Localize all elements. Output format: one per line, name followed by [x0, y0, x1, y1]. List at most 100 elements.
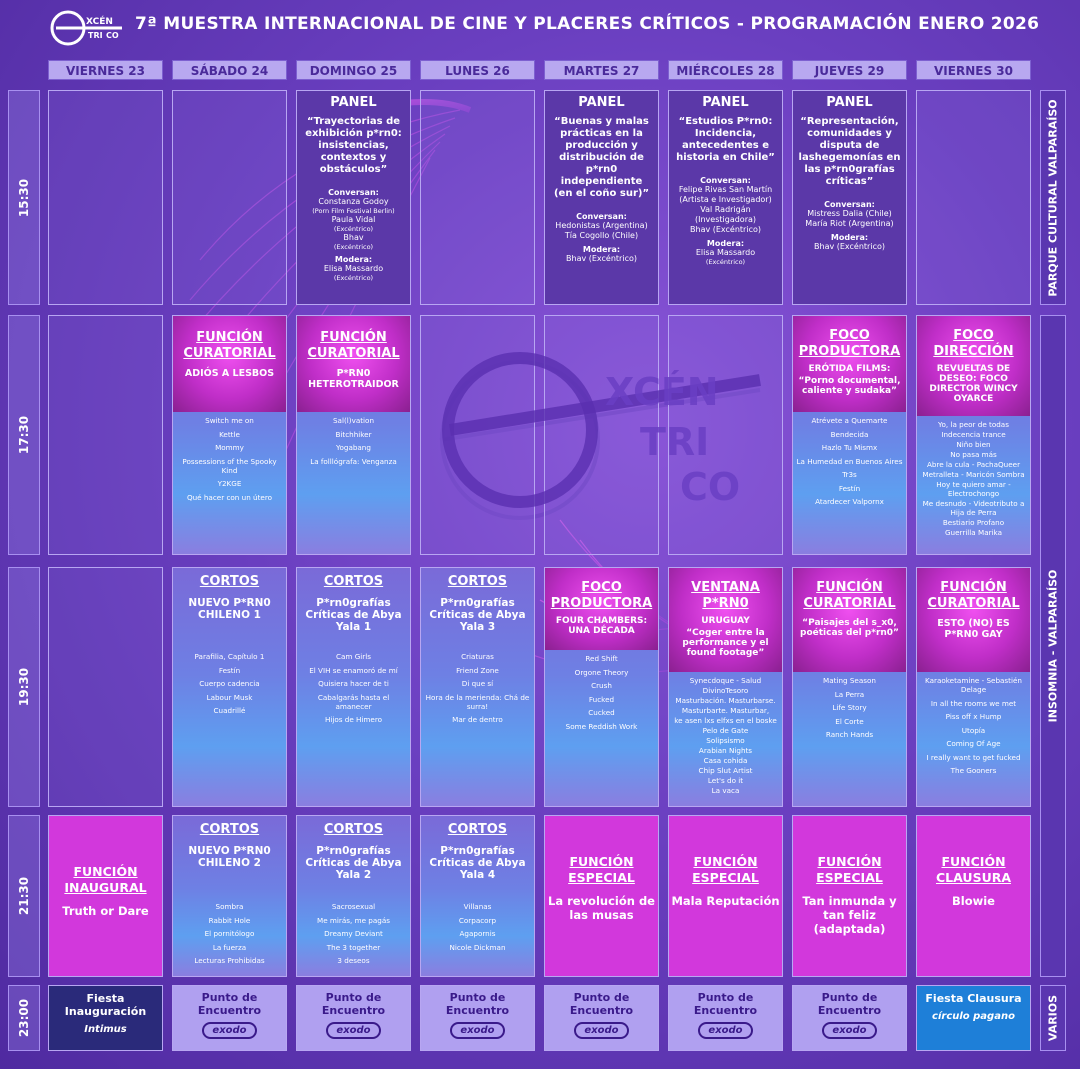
film-title: Ranch Hands — [825, 730, 874, 739]
meeting-point-domingo[interactable]: Punto de Encuentro exodo — [296, 985, 411, 1051]
screening-martes-1930[interactable]: FOCO PRODUCTORA FOUR CHAMBERS: UNA DÉCAD… — [544, 567, 659, 807]
meeting-point-sabado[interactable]: Punto de Encuentro exodo — [172, 985, 287, 1051]
film-title: La Perra — [834, 689, 865, 699]
film-title: No pasa más — [950, 450, 997, 459]
film-title: Sal(l)vation — [333, 416, 374, 425]
meeting-point-miercoles[interactable]: Punto de Encuentro exodo — [668, 985, 783, 1051]
screening-subtitle: NUEVO P*RN0 CHILENO 1 — [188, 597, 271, 621]
film-title: I really want to get fucked — [926, 752, 1021, 762]
center-logo-text: XCÉN — [605, 370, 719, 414]
screening-subtitle: Blowie — [952, 894, 995, 908]
film-title: Fucked — [588, 694, 615, 704]
venue-label: VARIOS — [1046, 994, 1060, 1042]
screening-sabado-1930[interactable]: CORTOS NUEVO P*RN0 CHILENO 1 Parafilia, … — [172, 567, 287, 807]
screening-domingo-1730[interactable]: FUNCIÓN CURATORIAL P*RN0 HETEROTRAIDOR S… — [296, 315, 411, 555]
screening-title: CORTOS — [199, 822, 260, 837]
film-list: Sombra Rabbit Hole El pornitólogo La fue… — [173, 892, 286, 965]
film-title: Sacrosexual — [331, 902, 376, 911]
screening-title: FUNCIÓN CURATORIAL — [307, 330, 400, 361]
panel-jueves[interactable]: PANEL “Representación, comunidades y dis… — [792, 90, 907, 305]
film-title: Solipsismo — [706, 736, 745, 745]
moderator-affiliation: (Excéntrico) — [705, 258, 746, 266]
screening-subtitle: Mala Reputación — [671, 894, 780, 908]
meeting-point-martes[interactable]: Punto de Encuentro exodo — [544, 985, 659, 1051]
screening-title: VENTANA P*RN0 — [691, 580, 760, 611]
film-title: Red Shift — [585, 654, 618, 663]
empty-cell — [48, 315, 163, 555]
screening-title: FUNCIÓN INAUGURAL — [64, 864, 147, 895]
panel-question: “Buenas y malas prácticas en la producci… — [553, 116, 650, 199]
screening-domingo-1930[interactable]: CORTOS P*rn0grafías Críticas de Abya Yal… — [296, 567, 411, 807]
screening-jueves-1730[interactable]: FOCO PRODUCTORA ERÓTIDA FILMS: “Porno do… — [792, 315, 907, 555]
panelist: Val Radrigán — [700, 205, 751, 214]
party-inauguracion[interactable]: Fiesta Inauguración Intimus — [48, 985, 163, 1051]
screening-martes-2130[interactable]: FUNCIÓN ESPECIAL La revolución de las mu… — [544, 815, 659, 977]
panel-question: “Representación, comunidades y disputa d… — [798, 116, 901, 187]
film-title: Agapornis — [459, 929, 496, 938]
film-title: Cam Girls — [336, 652, 371, 661]
venue-label: PARQUE CULTURAL VALPARAÍSO — [1046, 98, 1060, 297]
screening-jueves-2130[interactable]: FUNCIÓN ESPECIAL Tan inmunda y tan feliz… — [792, 815, 907, 977]
screening-subtitle: “Paisajes del s_x0, poéticas del p*rn0” — [800, 618, 899, 638]
screening-miercoles-2130[interactable]: FUNCIÓN ESPECIAL Mala Reputación — [668, 815, 783, 977]
party-clausura[interactable]: Fiesta Clausura círculo pagano — [916, 985, 1031, 1051]
event-title: Punto de Encuentro — [197, 991, 262, 1017]
meeting-point-jueves[interactable]: Punto de Encuentro exodo — [792, 985, 907, 1051]
screening-title: FUNCIÓN CURATORIAL — [927, 580, 1020, 611]
film-title: Nicole Dickman — [449, 942, 506, 952]
film-title: Cuadrillé — [213, 706, 246, 715]
film-title: Cabalgarás hasta el amanecer — [317, 692, 390, 711]
screening-lunes-1930[interactable]: CORTOS P*rn0grafías Críticas de Abya Yal… — [420, 567, 535, 807]
film-title: The 3 together — [326, 942, 381, 952]
screening-subtitle: Tan inmunda y tan feliz (adaptada) — [802, 894, 897, 936]
panel-heading: PANEL — [330, 95, 377, 110]
screening-jueves-1930[interactable]: FUNCIÓN CURATORIAL “Paisajes del s_x0, p… — [792, 567, 907, 807]
day-header-martes-27: MARTES 27 — [544, 60, 659, 80]
screening-title: CORTOS — [199, 574, 260, 589]
panelist-affiliation: (Artista e Investigador) — [679, 195, 772, 204]
film-title: Niño bien — [956, 440, 991, 449]
film-title: Casa cohida — [703, 756, 748, 765]
film-title: Abre la cula - PachaQueer — [926, 460, 1021, 469]
moderator: Bhav (Excéntrico) — [814, 242, 885, 251]
panel-miercoles[interactable]: PANEL “Estudios P*rn0: Incidencia, antec… — [668, 90, 783, 305]
film-title: Arabian Nights — [698, 746, 753, 755]
film-title: Y2KGE — [217, 479, 242, 488]
meeting-point-lunes[interactable]: Punto de Encuentro exodo — [420, 985, 535, 1051]
screening-viernes-1730[interactable]: FOCO DIRECCIÓN REVUELTAS DE DESEO: FOCO … — [916, 315, 1031, 555]
film-title: Me mirás, me pagás — [317, 915, 390, 925]
film-title: La vaca — [711, 786, 740, 795]
moderator: Elisa Massardo — [323, 264, 384, 273]
film-title: La folllógrafa: Venganza — [310, 456, 397, 466]
time-slot-2130: 21:30 — [8, 815, 40, 977]
time-slot-2300: 23:00 — [8, 985, 40, 1051]
moderator: Bhav (Excéntrico) — [566, 254, 637, 263]
panel-martes[interactable]: PANEL “Buenas y malas prácticas en la pr… — [544, 90, 659, 305]
screening-title: FUNCIÓN CURATORIAL — [803, 580, 896, 611]
film-title: 3 deseos — [337, 956, 370, 965]
screening-viernes23-2130[interactable]: FUNCIÓN INAUGURAL Truth or Dare — [48, 815, 163, 977]
screening-sabado-1730[interactable]: FUNCIÓN CURATORIAL ADIÓS A LESBOS Switch… — [172, 315, 287, 555]
screening-lunes-2130[interactable]: CORTOS P*rn0grafías Críticas de Abya Yal… — [420, 815, 535, 977]
panel-label: Conversan: — [576, 212, 627, 221]
film-title: Possessions of the Spooky Kind — [182, 456, 277, 475]
screening-title: FUNCIÓN ESPECIAL — [692, 854, 759, 885]
screening-title: FUNCIÓN CURATORIAL — [183, 330, 276, 361]
screening-subtitle: REVUELTAS DE DESEO: FOCO DIRECTOR WINCY … — [929, 364, 1018, 404]
film-list: Cam Girls El VIH se enamoró de mí Quisie… — [297, 648, 410, 724]
screening-domingo-2130[interactable]: CORTOS P*rn0grafías Críticas de Abya Yal… — [296, 815, 411, 977]
film-list: Red Shift Orgone Theory Crush Fucked Cuc… — [545, 650, 658, 731]
screening-sabado-2130[interactable]: CORTOS NUEVO P*RN0 CHILENO 2 Sombra Rabb… — [172, 815, 287, 977]
film-list: Sacrosexual Me mirás, me pagás Dreamy De… — [297, 892, 410, 965]
screening-miercoles-1930[interactable]: VENTANA P*RN0 URUGUAY “Coger entre la pe… — [668, 567, 783, 807]
festival-logo: XCÉN TRI CO — [50, 10, 122, 46]
panel-domingo[interactable]: PANEL “Trayectorias de exhibición p*rn0:… — [296, 90, 411, 305]
film-title: In all the rooms we met — [930, 698, 1017, 708]
screening-viernes30-2130[interactable]: FUNCIÓN CLAUSURA Blowie — [916, 815, 1031, 977]
film-title: Di que sí — [461, 679, 494, 688]
screening-title: CORTOS — [323, 574, 384, 589]
panel-label: Modera: — [830, 233, 869, 242]
screening-viernes-1930[interactable]: FUNCIÓN CURATORIAL ESTO (NO) ES P*RN0 GA… — [916, 567, 1031, 807]
film-list: Criaturas Friend Zone Di que sí Hora de … — [421, 648, 534, 724]
film-list: Karaoketamine - Sebastién Delage In all … — [917, 672, 1030, 775]
